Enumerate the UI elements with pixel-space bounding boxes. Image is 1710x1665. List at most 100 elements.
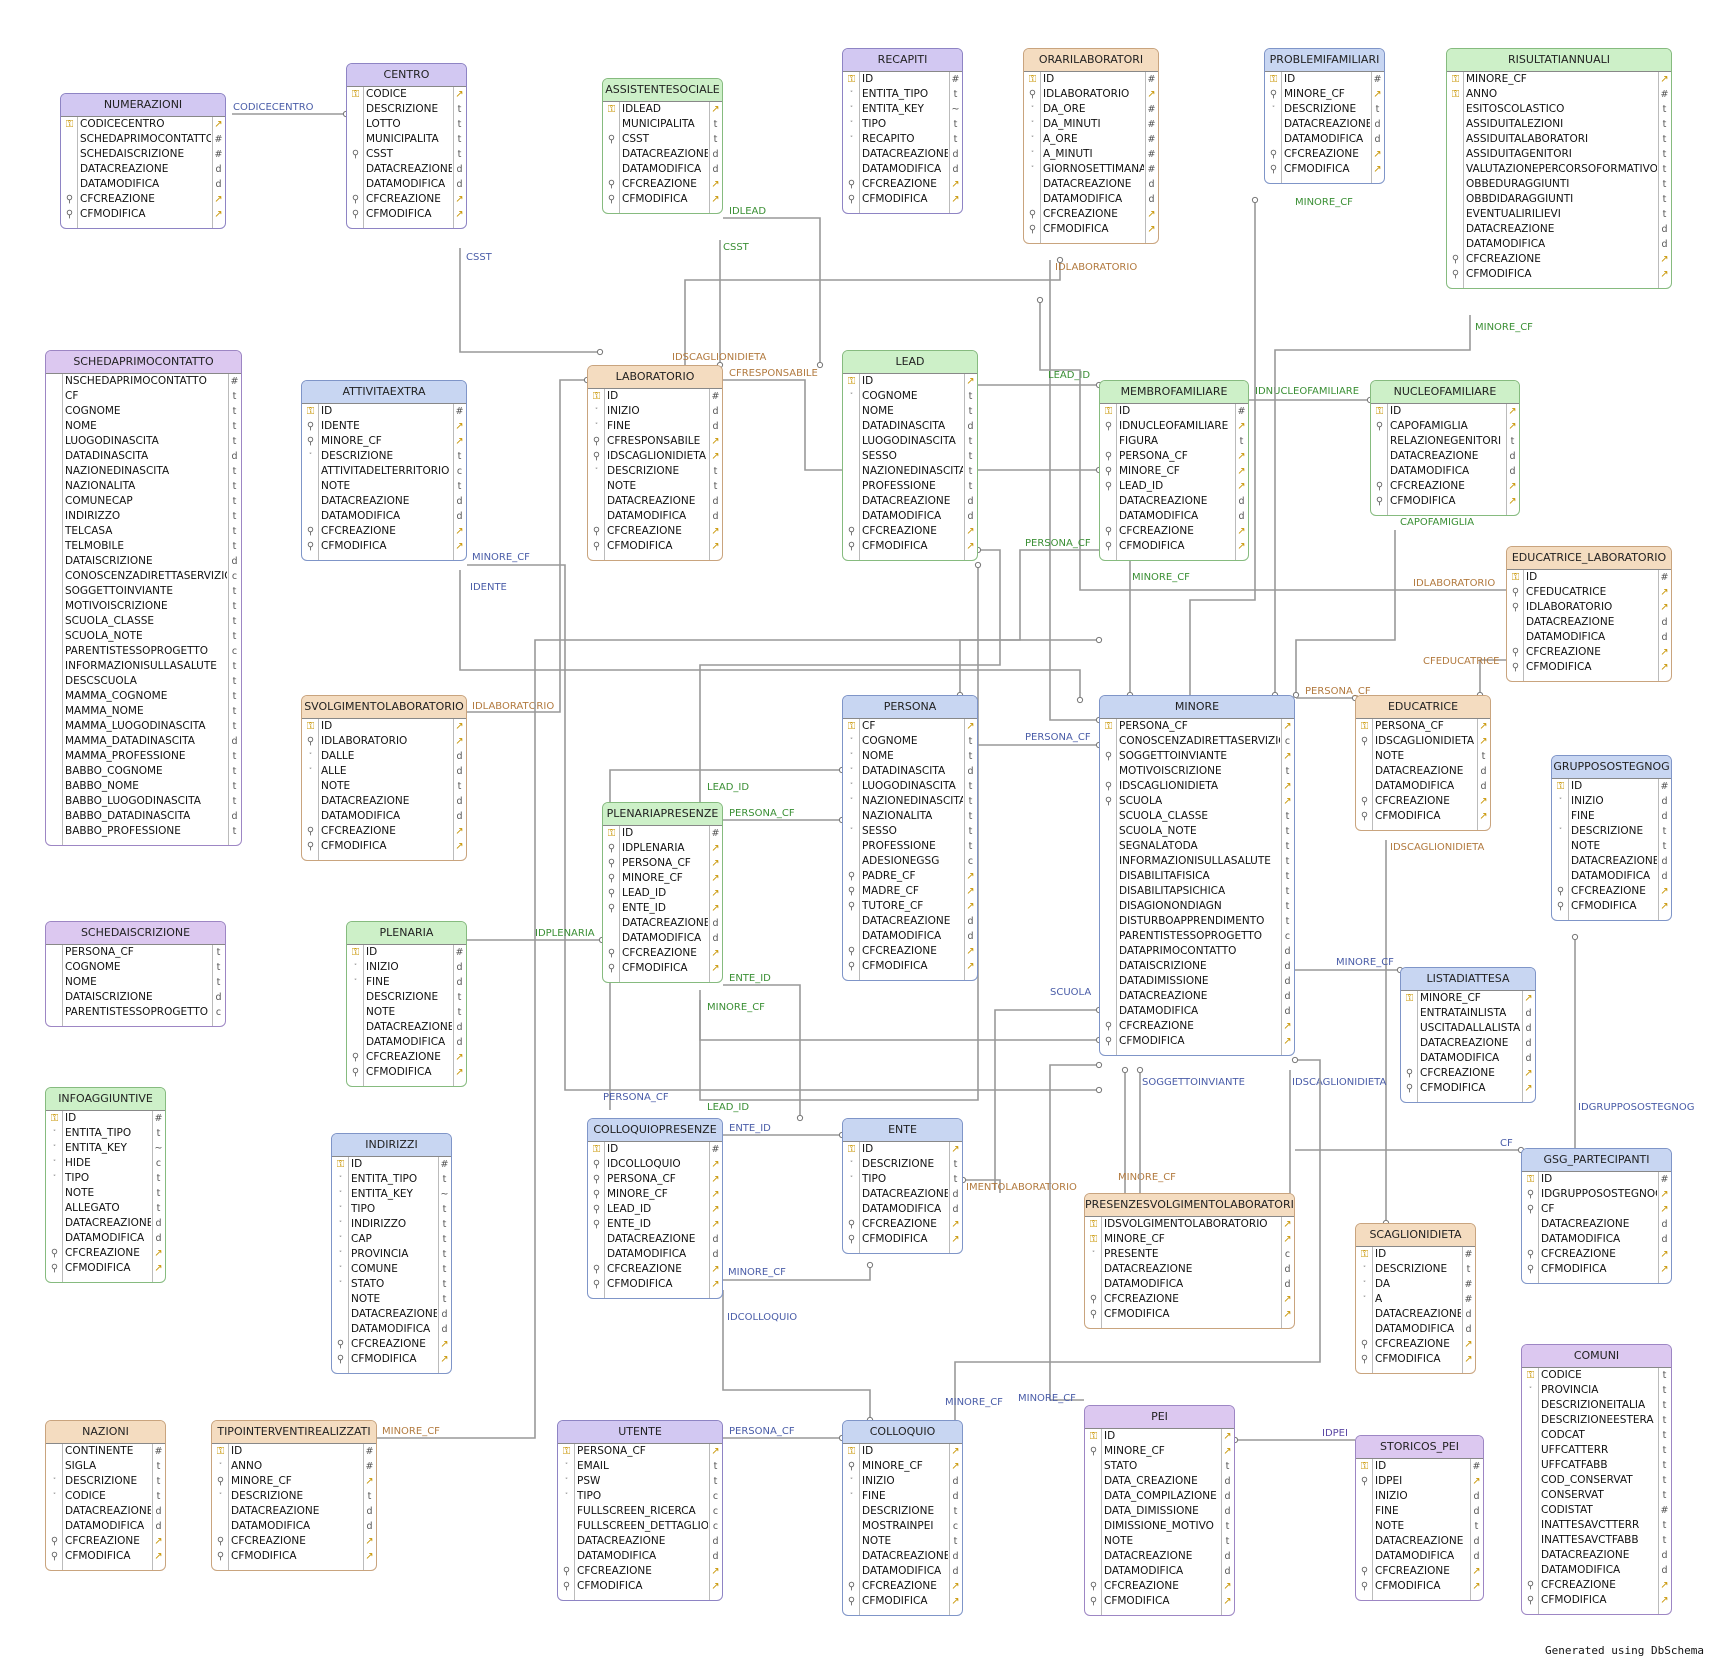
column-row[interactable]: ⚲CFCREAZIONE↗ bbox=[1085, 1579, 1234, 1594]
column-row[interactable]: ⚲CFCREAZIONE↗ bbox=[588, 1262, 722, 1277]
column-row[interactable]: ⚲PERSONA_CF↗ bbox=[588, 1172, 722, 1187]
table-title[interactable]: STORICOS_PEI bbox=[1356, 1436, 1483, 1459]
table-title[interactable]: COLLOQUIOPRESENZE bbox=[588, 1119, 722, 1142]
column-row[interactable]: ⚲ENTE_ID↗ bbox=[603, 901, 722, 916]
column-row[interactable]: ˟A_ORE# bbox=[1024, 132, 1158, 147]
column-row[interactable]: ⚲CFCREAZIONE↗ bbox=[1100, 1019, 1294, 1034]
column-row[interactable]: ⚲CFMODIFICA↗ bbox=[843, 539, 977, 554]
column-row[interactable]: ⚲CFCREAZIONE↗ bbox=[1356, 1337, 1475, 1352]
relation-line[interactable] bbox=[959, 549, 1099, 695]
column-row[interactable]: NSCHEDAPRIMOCONTATTO# bbox=[46, 374, 241, 389]
table-risultatiannuali[interactable]: RISULTATIANNUALI⚿MINORE_CF↗⚿ANNO#ESITOSC… bbox=[1446, 48, 1672, 289]
column-row[interactable]: ⚲ENTE_ID↗ bbox=[588, 1217, 722, 1232]
column-row[interactable]: ⚲CFRESPONSABILE↗ bbox=[588, 434, 722, 449]
table-title[interactable]: ENTE bbox=[843, 1119, 962, 1142]
relation-line[interactable] bbox=[1049, 260, 1099, 721]
relation-line[interactable] bbox=[467, 379, 587, 713]
table-title[interactable]: LISTADIATTESA bbox=[1401, 968, 1535, 991]
column-row[interactable]: ˟ANNO# bbox=[212, 1459, 376, 1474]
column-row[interactable]: ⚲IDCOLLOQUIO↗ bbox=[588, 1157, 722, 1172]
column-row[interactable]: ⚲IDSCAGLIONIDIETA↗ bbox=[1356, 734, 1490, 749]
column-row[interactable]: ˟ENTITA_KEY~ bbox=[332, 1187, 451, 1202]
table-title[interactable]: PEI bbox=[1085, 1406, 1234, 1429]
table-gsg-partecipanti[interactable]: GSG_PARTECIPANTI⚿ID#⚲IDGRUPPOSOSTEGNOG↗⚲… bbox=[1521, 1148, 1672, 1284]
column-row[interactable]: ⚲CFMODIFICA↗ bbox=[302, 539, 466, 554]
column-row[interactable]: ⚲MADRE_CF↗ bbox=[843, 884, 977, 899]
column-row[interactable]: ⚲CFMODIFICA↗ bbox=[603, 961, 722, 976]
column-row[interactable]: ⚲CFMODIFICA↗ bbox=[843, 192, 962, 207]
column-row[interactable]: ⚲CFCREAZIONE↗ bbox=[843, 1217, 962, 1232]
column-row[interactable]: ⚲CFCREAZIONE↗ bbox=[843, 1579, 962, 1594]
column-row[interactable]: ⚲PADRE_CF↗ bbox=[843, 869, 977, 884]
table-title[interactable]: MEMBROFAMILIARE bbox=[1100, 381, 1248, 404]
column-row[interactable]: ⚲CFMODIFICA↗ bbox=[1100, 539, 1248, 554]
column-row[interactable]: ⚲IDPEI↗ bbox=[1356, 1474, 1483, 1489]
column-row[interactable]: ⚲CFCREAZIONE↗ bbox=[1024, 207, 1158, 222]
table-title[interactable]: CENTRO bbox=[347, 64, 466, 87]
column-row[interactable]: ⚲CFMODIFICA↗ bbox=[1522, 1593, 1671, 1608]
column-row[interactable]: ⚲MINORE_CF↗ bbox=[302, 434, 466, 449]
column-row[interactable]: ⚲CFMODIFICA↗ bbox=[1552, 899, 1671, 914]
table-title[interactable]: INDIRIZZI bbox=[332, 1134, 451, 1157]
column-row[interactable]: ⚲CFCREAZIONE↗ bbox=[1265, 147, 1384, 162]
column-row[interactable]: ⚲CFMODIFICA↗ bbox=[1265, 162, 1384, 177]
column-row[interactable]: CONTINENTE# bbox=[46, 1444, 165, 1459]
column-row[interactable]: ⚿ID↗ bbox=[843, 1142, 962, 1157]
column-row[interactable]: ⚲MINORE_CF↗ bbox=[843, 1459, 962, 1474]
